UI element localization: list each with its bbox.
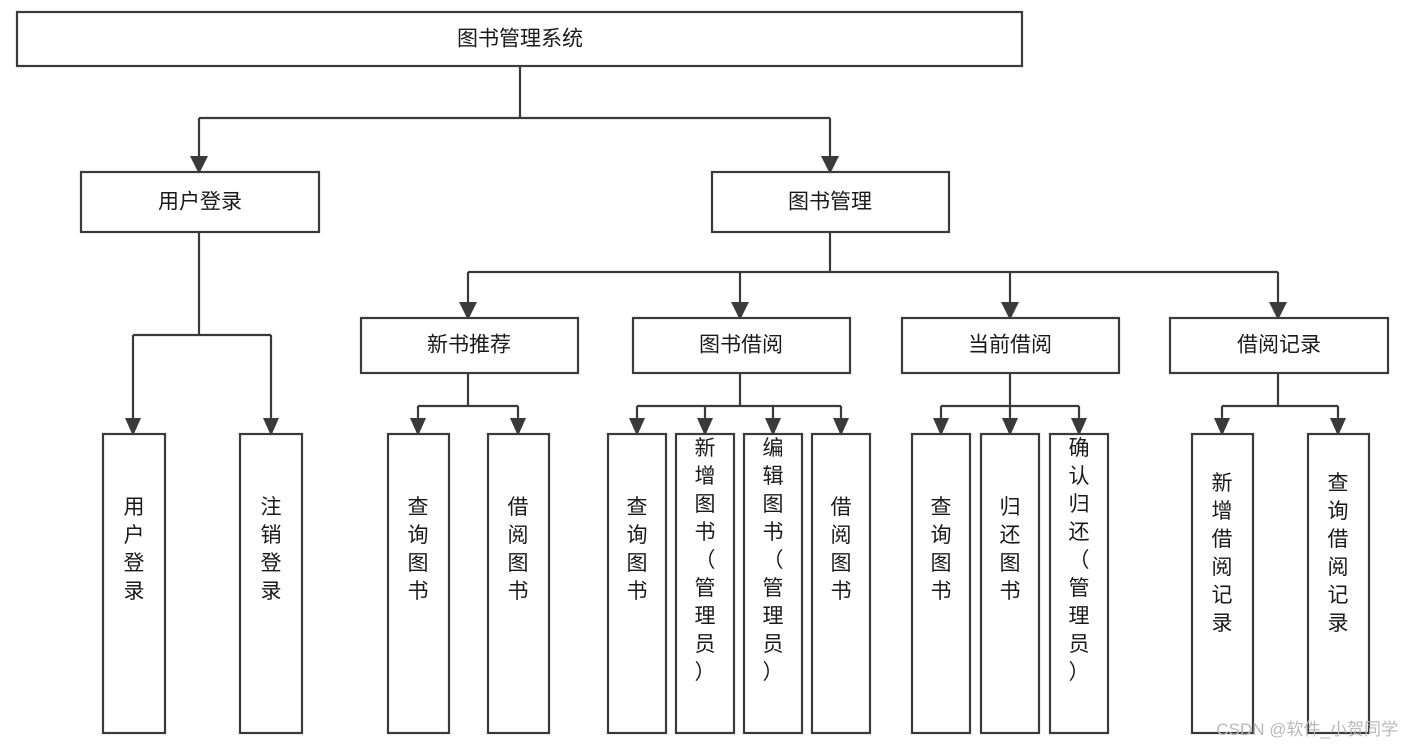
leaf-book-borrow-3-label: 借阅图书: [831, 496, 852, 603]
node-borrow-record-box[interactable]: [1168, 316, 1390, 375]
arrow-current-borrow-leaf-1: [1002, 418, 1018, 436]
arrow-book-borrow-leaf-1: [697, 418, 713, 436]
leaf-user-login-0-box[interactable]: [101, 432, 167, 735]
arrow-current-borrow-leaf-0: [933, 418, 949, 436]
connector-group-book-borrow: [629, 373, 849, 436]
arrow-root-to-book-mgmt: [821, 156, 839, 174]
leaf-new-book-recommend-0[interactable]: 查询图书: [386, 432, 451, 735]
leaf-book-borrow-0[interactable]: 查询图书: [606, 432, 668, 735]
connector-group-new-book: [410, 373, 526, 436]
node-root-system[interactable]: 图书管理系统: [15, 10, 1024, 68]
leaf-book-borrow-1-label: 新增图书（管理员）: [695, 437, 716, 684]
connector-group-borrow-record: [1214, 373, 1346, 436]
node-root-system-label: 图书管理系统: [457, 28, 583, 51]
leaf-book-borrow-3-box[interactable]: [810, 432, 872, 735]
leaf-user-login-0[interactable]: 用户登录: [101, 432, 167, 735]
watermark-label: CSDN @软件_小贺同学: [1216, 720, 1398, 739]
arrow-new-book-leaf-1: [510, 418, 526, 436]
node-current-borrow-label: 当前借阅: [968, 334, 1052, 357]
arrow-book-mgmt-c2: [1001, 302, 1019, 320]
arrow-book-mgmt-c0: [459, 302, 477, 320]
leaf-book-borrow-0-label: 查询图书: [627, 496, 648, 603]
node-borrow-record[interactable]: 借阅记录: [1168, 316, 1390, 375]
leaf-borrow-record-0[interactable]: 新增借阅记录: [1190, 432, 1255, 735]
arrow-current-borrow-leaf-2: [1071, 418, 1087, 436]
arrow-user-login-leaf-0: [125, 418, 141, 436]
node-book-borrow[interactable]: 图书借阅: [631, 316, 852, 375]
node-new-book-recommend[interactable]: 新书推荐: [359, 316, 580, 375]
leaf-current-borrow-2-box[interactable]: [1048, 432, 1110, 735]
node-user-login-box[interactable]: [79, 170, 321, 234]
node-current-borrow[interactable]: 当前借阅: [900, 316, 1121, 375]
leaf-book-borrow-2-label: 编辑图书（管理员）: [763, 437, 784, 684]
leaf-current-borrow-1-label: 归还图书: [1000, 496, 1021, 603]
leaf-user-login-1[interactable]: 注销登录: [238, 432, 304, 735]
node-book-management-label: 图书管理: [788, 191, 872, 214]
leaf-current-borrow-2[interactable]: 确认归还（管理员）: [1048, 432, 1110, 735]
arrow-book-mgmt-c3: [1269, 302, 1287, 320]
connector-group-user-login: [125, 232, 279, 436]
leaf-current-borrow-0[interactable]: 查询图书: [910, 432, 972, 735]
arrow-book-borrow-leaf-3: [833, 418, 849, 436]
leaf-book-borrow-1-box[interactable]: [674, 432, 736, 735]
leaf-new-book-recommend-1-label: 借阅图书: [508, 496, 529, 603]
leaf-new-book-recommend-1-box[interactable]: [486, 432, 551, 735]
arrow-book-borrow-leaf-2: [765, 418, 781, 436]
node-user-login-label: 用户登录: [158, 191, 242, 214]
leaf-book-borrow-3[interactable]: 借阅图书: [810, 432, 872, 735]
connector-group-root: [190, 66, 839, 174]
leaf-current-borrow-0-label: 查询图书: [931, 496, 952, 603]
arrow-root-to-user-login: [190, 156, 208, 174]
leaf-current-borrow-1-box[interactable]: [979, 432, 1041, 735]
leaf-book-borrow-1[interactable]: 新增图书（管理员）: [674, 432, 736, 735]
leaf-current-borrow-2-label: 确认归还（管理员）: [1069, 437, 1090, 684]
node-user-login[interactable]: 用户登录: [79, 170, 321, 234]
leaf-new-book-recommend-0-label: 查询图书: [408, 496, 429, 603]
leaf-book-borrow-0-box[interactable]: [606, 432, 668, 735]
leaf-borrow-record-1-box[interactable]: [1306, 432, 1371, 735]
connector-group-current-borrow: [933, 373, 1087, 436]
node-root-system-box[interactable]: [15, 10, 1024, 68]
arrow-book-mgmt-c1: [731, 302, 749, 320]
node-book-borrow-box[interactable]: [631, 316, 852, 375]
arrow-book-borrow-leaf-0: [629, 418, 645, 436]
leaf-book-borrow-2-box[interactable]: [742, 432, 804, 735]
node-book-management-box[interactable]: [710, 170, 951, 234]
leaf-borrow-record-0-label: 新增借阅记录: [1212, 472, 1233, 635]
leaf-new-book-recommend-0-box[interactable]: [386, 432, 451, 735]
node-book-borrow-label: 图书借阅: [699, 334, 783, 357]
node-book-management[interactable]: 图书管理: [710, 170, 951, 234]
leaf-borrow-record-1[interactable]: 查询借阅记录: [1306, 432, 1371, 735]
arrow-user-login-leaf-1: [263, 418, 279, 436]
arrow-borrow-record-leaf-0: [1214, 418, 1230, 436]
node-borrow-record-label: 借阅记录: [1237, 334, 1321, 357]
node-new-book-recommend-label: 新书推荐: [427, 334, 511, 357]
arrow-borrow-record-leaf-1: [1330, 418, 1346, 436]
leaf-borrow-record-1-label: 查询借阅记录: [1328, 472, 1349, 635]
leaf-user-login-1-box[interactable]: [238, 432, 304, 735]
leaf-new-book-recommend-1[interactable]: 借阅图书: [486, 432, 551, 735]
connector-group-book-mgmt: [459, 232, 1287, 320]
leaf-book-borrow-2[interactable]: 编辑图书（管理员）: [742, 432, 804, 735]
node-new-book-recommend-box[interactable]: [359, 316, 580, 375]
leaf-user-login-1-label: 注销登录: [261, 496, 282, 603]
node-current-borrow-box[interactable]: [900, 316, 1121, 375]
leaf-current-borrow-1[interactable]: 归还图书: [979, 432, 1041, 735]
leaf-user-login-0-label: 用户登录: [124, 496, 145, 603]
leaf-current-borrow-0-box[interactable]: [910, 432, 972, 735]
arrow-new-book-leaf-0: [410, 418, 426, 436]
leaf-borrow-record-0-box[interactable]: [1190, 432, 1255, 735]
